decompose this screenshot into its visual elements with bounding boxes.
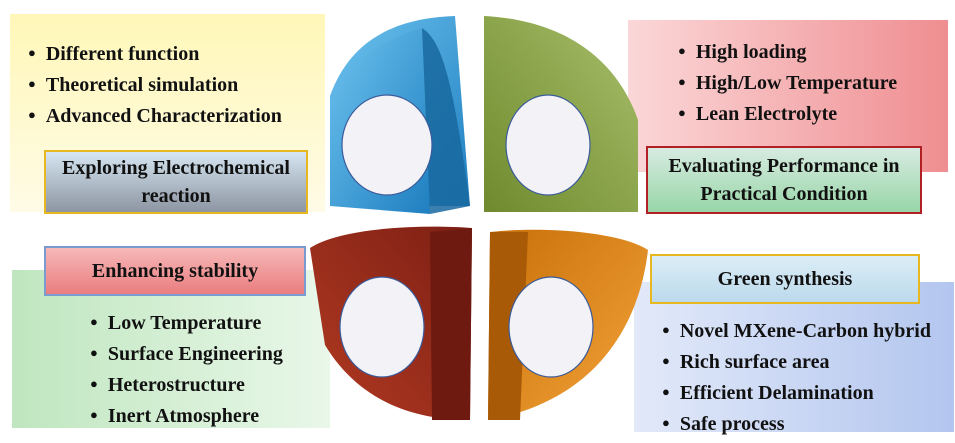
bullet-item: Surface Engineering [90, 338, 283, 369]
label-top-left: Exploring Electrochemical reaction [44, 150, 308, 214]
circle-top-left [341, 94, 433, 196]
segment-red-side [430, 228, 472, 420]
bullet-item: Different function [28, 38, 282, 69]
bullet-item: High loading [678, 36, 897, 67]
bullet-item: Lean Electrolyte [678, 98, 897, 129]
circle-bottom-right [508, 276, 594, 378]
label-top-right: Evaluating Performance in Practical Cond… [646, 146, 922, 214]
bullet-item: Heterostructure [90, 369, 283, 400]
bullet-item: Novel MXene-Carbon hybrid [662, 315, 931, 346]
bullets-bottom-right: Novel MXene-Carbon hybrid Rich surface a… [662, 315, 931, 439]
bullet-item: Low Temperature [90, 307, 283, 338]
bullets-top-right: High loading High/Low Temperature Lean E… [678, 36, 897, 129]
label-bottom-left: Enhancing stability [44, 246, 306, 296]
bullet-item: Advanced Characterization [28, 100, 282, 131]
circle-bottom-left [339, 276, 425, 378]
bullet-item: Safe process [662, 408, 931, 439]
label-bottom-right: Green synthesis [650, 254, 920, 304]
circle-top-right [505, 94, 591, 196]
bullets-bottom-left: Low Temperature Surface Engineering Hete… [90, 307, 283, 431]
bullet-item: High/Low Temperature [678, 67, 897, 98]
bullet-item: Rich surface area [662, 346, 931, 377]
bullets-top-left: Different function Theoretical simulatio… [28, 38, 282, 131]
segment-orange-side [488, 232, 528, 420]
bullet-item: Efficient Delamination [662, 377, 931, 408]
segment-blue-side [420, 28, 470, 214]
bullet-item: Theoretical simulation [28, 69, 282, 100]
bullet-item: Inert Atmosphere [90, 400, 283, 431]
